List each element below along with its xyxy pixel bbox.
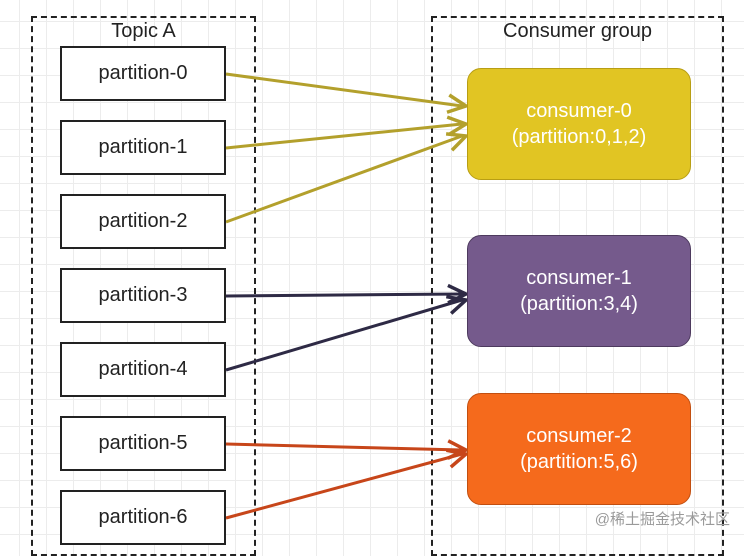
partition-node-2: partition-2 <box>60 194 226 249</box>
consumer-node-0: consumer-0 (partition:0,1,2) <box>467 68 691 180</box>
edge-partition-3-to-consumer-1 <box>225 292 463 298</box>
watermark: @稀土掘金技术社区 <box>594 511 730 528</box>
edge-partition-4-to-consumer-1 <box>225 298 463 372</box>
partition-node-1: partition-1 <box>60 120 226 175</box>
consumer-name: consumer-2 <box>526 425 632 447</box>
consumer-name: consumer-1 <box>526 267 632 289</box>
consumer-partitions: (partition:5,6) <box>520 451 638 473</box>
consumer-partitions: (partition:3,4) <box>520 293 638 315</box>
topic-title: Topic A <box>111 20 176 42</box>
edge-partition-5-to-consumer-2 <box>225 442 463 452</box>
partition-node-4: partition-4 <box>60 342 226 397</box>
partition-node-0: partition-0 <box>60 46 226 101</box>
edge-partition-6-to-consumer-2 <box>225 452 463 520</box>
partition-node-3: partition-3 <box>60 268 226 323</box>
edge-partition-1-to-consumer-0 <box>225 122 463 150</box>
consumer-node-1: consumer-1 (partition:3,4) <box>467 235 691 347</box>
edge-partition-0-to-consumer-0 <box>225 72 463 108</box>
partition-node-6: partition-6 <box>60 490 226 545</box>
consumer-partitions: (partition:0,1,2) <box>511 126 647 148</box>
consumer-name: consumer-0 <box>526 100 632 122</box>
consumer-node-2: consumer-2 (partition:5,6) <box>467 393 691 505</box>
partition-node-5: partition-5 <box>60 416 226 471</box>
edge-partition-2-to-consumer-0 <box>225 134 463 224</box>
consumer-group-title: Consumer group <box>503 20 652 42</box>
